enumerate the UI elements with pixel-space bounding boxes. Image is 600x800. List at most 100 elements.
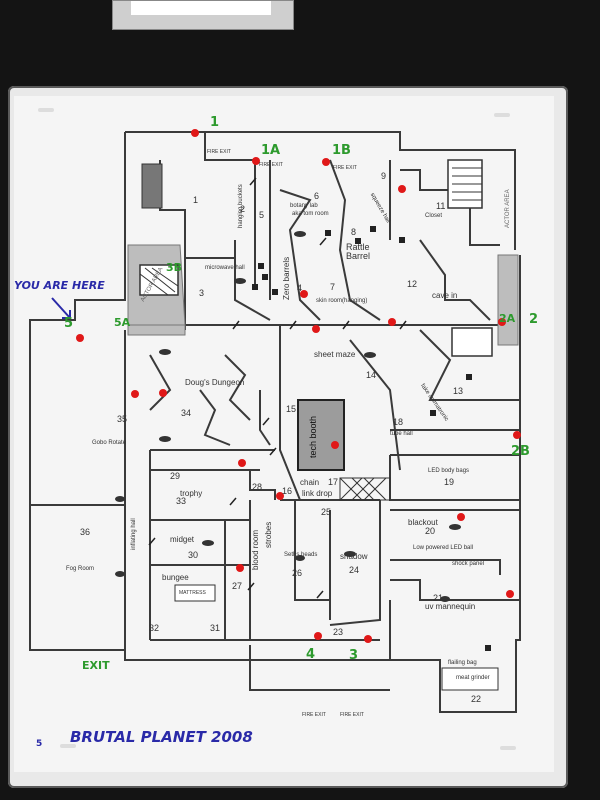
marker-5: 5 <box>64 316 74 331</box>
room-21: 21 <box>433 593 444 603</box>
wall-dougs-3 <box>199 389 231 446</box>
meat-grinder-rect <box>441 667 499 691</box>
staple-bottom-left <box>60 744 76 748</box>
room-15: 15 <box>286 404 297 414</box>
label-fog-room: Fog Room <box>66 566 95 572</box>
room-7: 7 <box>330 282 336 292</box>
paper-scrap-inner <box>131 1 271 15</box>
link-drop-grid <box>339 477 391 501</box>
wall-dougs-2 <box>224 354 251 421</box>
room-20: 20 <box>425 526 436 536</box>
room-23: 23 <box>333 627 344 637</box>
label-midget: midget <box>170 535 195 544</box>
room-11: 11 <box>436 201 446 211</box>
label-fire-exit-1: FIRE EXIT <box>207 149 231 155</box>
mattress-rect <box>174 584 216 602</box>
room-13: 13 <box>453 386 464 396</box>
wall-led-bags <box>389 455 520 501</box>
label-skin-room: skin room(hanging) <box>316 298 368 304</box>
room-29: 29 <box>170 471 181 481</box>
wall-blackout-south <box>390 559 501 575</box>
room-36: 36 <box>80 527 91 537</box>
label-fire-exit-south-1: FIRE EXIT <box>302 712 326 718</box>
room-8: 8 <box>351 227 357 237</box>
label-zero-barrels: Zero barrels <box>282 256 291 300</box>
label-chain: chain <box>300 478 320 487</box>
wall-sheet-maze-inner <box>349 339 401 471</box>
label-cave-in: cave in <box>432 291 458 300</box>
tech-booth-box <box>297 399 345 471</box>
label-actor-area-east: ACTOR AREA <box>505 189 511 228</box>
room-34: 34 <box>181 408 192 418</box>
label-blackout: blackout <box>408 518 438 527</box>
wall-cave-in <box>419 239 491 321</box>
marker-1a: 1A <box>261 143 281 158</box>
room-26: 26 <box>292 568 303 578</box>
label-shadow: shadow <box>340 552 368 561</box>
staple-bottom-right <box>500 746 516 750</box>
label-link-drop: link drop <box>302 489 333 498</box>
wall-shadow <box>329 500 381 626</box>
room-28: 28 <box>252 482 263 492</box>
label-trophy: trophy <box>180 489 203 498</box>
marker-2: 2 <box>529 312 539 327</box>
room-1: 1 <box>193 195 199 205</box>
label-tech-booth: tech booth <box>308 415 318 458</box>
wall-microwave-hall <box>234 240 271 321</box>
wall-uv <box>390 579 520 601</box>
room-24: 24 <box>349 565 360 575</box>
label-fire-exit-south-2: FIRE EXIT <box>340 712 364 718</box>
room-32: 32 <box>149 623 160 633</box>
label-fire-exit-1a: FIRE EXIT <box>259 162 283 168</box>
staple-top-left <box>38 108 54 112</box>
equipment-block <box>141 163 163 209</box>
label-gobo-rotate: Gobo Rotate <box>92 440 127 446</box>
wall-room-7 <box>329 159 381 321</box>
label-seths-heads: Seths heads <box>284 552 318 558</box>
staple-top-right <box>494 113 510 117</box>
marker-3b: 3B <box>166 261 183 274</box>
marker-3: 3 <box>349 648 359 663</box>
label-blood-room: blood room <box>251 529 260 570</box>
label-low-powered-led: Low powered LED ball <box>413 545 474 551</box>
room-5: 5 <box>259 210 265 220</box>
label-microwave-hall: microwave hall <box>205 265 245 271</box>
label-rattle-barrel: Rattle Barrel <box>346 242 371 261</box>
room-4: 4 <box>297 283 303 293</box>
room-2: 2 <box>240 204 246 214</box>
room-17: 17 <box>328 477 339 487</box>
room-18: 18 <box>393 417 404 427</box>
room-35: 35 <box>117 414 128 424</box>
exit-label: EXIT <box>82 659 110 672</box>
room-6: 6 <box>314 191 320 201</box>
marker-1b: 1B <box>332 143 351 158</box>
marker-5a: 5A <box>114 316 131 329</box>
wall-room-28 <box>249 470 276 500</box>
room-12: 12 <box>407 279 418 289</box>
label-fire-exit-1b: FIRE EXIT <box>333 165 357 171</box>
label-bungee: bungee <box>162 573 189 582</box>
label-flailing-bag: flailing bag <box>448 660 477 666</box>
room-16: 16 <box>282 486 293 496</box>
actor-area-strip <box>127 324 186 336</box>
room-25: 25 <box>321 507 332 517</box>
wall-closet <box>400 169 500 246</box>
label-uv-mannequin: uv mannequin <box>425 602 476 611</box>
label-strobes: strobes <box>264 521 273 548</box>
room-14: 14 <box>366 370 377 380</box>
you-are-here-arrow <box>51 297 71 319</box>
room-22: 22 <box>471 694 482 704</box>
label-led-body-bags: LED body bags <box>428 468 470 474</box>
label-hanging-buckets: hanging buckets <box>238 184 244 228</box>
marker-2a: 2A <box>499 312 516 325</box>
label-shock-panel: shock panel <box>452 561 485 567</box>
wall-room-13 <box>419 329 520 401</box>
stairs-west <box>139 264 179 296</box>
map-title: BRUTAL PLANET 2008 <box>70 728 253 746</box>
room-3: 3 <box>199 288 205 298</box>
wall-room-1 <box>204 132 255 161</box>
paper-scrap <box>112 0 294 30</box>
marker-4: 4 <box>306 647 316 662</box>
marker-2b: 2B <box>511 444 530 459</box>
